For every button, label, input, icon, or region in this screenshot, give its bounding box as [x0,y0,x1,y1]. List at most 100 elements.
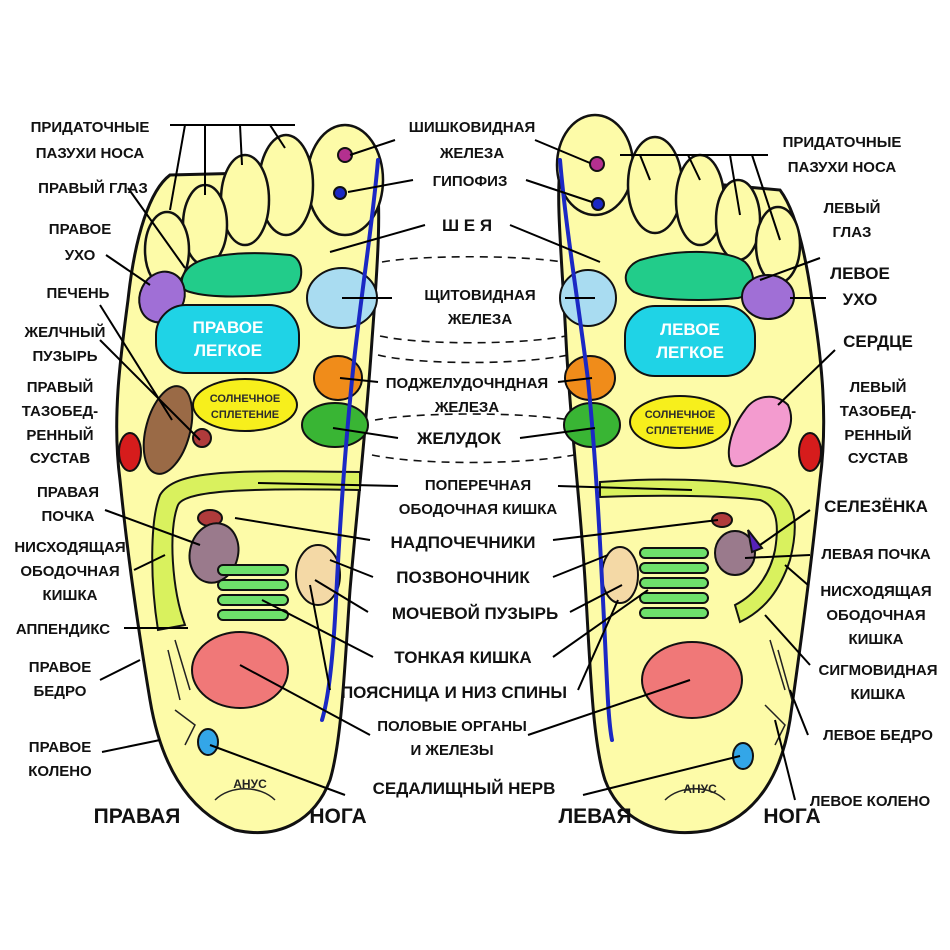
left-pituitary-dot [591,197,605,211]
label-desc-colon-right-1: НИСХОДЯЩАЯ [14,539,125,556]
label-desc-colon-left-2: ОБОДОЧНАЯ [826,607,925,624]
label-pineal-2: ЖЕЛЕЗА [439,145,504,162]
title-left-foot-1: ЛЕВАЯ [558,805,631,828]
label-left-thigh: ЛЕВОЕ БЕДРО [823,727,933,744]
left-foot: ЛЕВОЕ ЛЕГКОЕ СОЛНЕЧНОЕ СПЛЕТЕНИЕ АНУС [555,113,826,835]
label-left-knee: ЛЕВОЕ КОЛЕНО [810,793,931,810]
label-pancreas-1: ПОДЖЕЛУДОЧНДНАЯ [386,375,548,392]
left-spine-line [558,158,614,742]
label-sinuses-right-1: ПРИДАТОЧНЫЕ [31,119,150,136]
label-right-kidney-1: ПРАВАЯ [37,484,99,501]
label-left-ear-2: УХО [843,290,878,309]
label-right-hip-1: ПРАВЫЙ [27,378,94,396]
label-desc-colon-left-1: НИСХОДЯЩАЯ [820,583,931,600]
label-left-hip-3: РЕННЫЙ [844,426,911,444]
right-spine-line [320,158,380,722]
label-genitals-2: И ЖЕЛЕЗЫ [410,742,493,759]
label-gallbladder-2: ПУЗЫРЬ [33,348,98,365]
label-sinuses-right-2: ПАЗУХИ НОСА [36,145,145,162]
right-solar-label-2: СПЛЕТЕНИЕ [211,409,279,421]
label-left-hip-4: СУСТАВ [848,450,908,467]
label-right-ear-2: УХО [65,247,96,264]
left-small-intestine [639,547,709,619]
label-right-hip-2: ТАЗОБЕД- [22,403,98,420]
left-solar-label-1: СОЛНЕЧНОЕ [645,409,716,421]
label-right-ear-1: ПРАВОЕ [49,221,111,238]
label-right-thigh-2: БЕДРО [34,683,87,700]
label-left-hip-1: ЛЕВЫЙ [850,378,907,396]
right-small-intestine [217,564,289,621]
label-bladder: МОЧЕВОЙ ПУЗЫРЬ [392,604,558,623]
right-foot: ПРАВОЕ ЛЕГКОЕ СОЛНЕЧНОЕ СПЛЕТЕНИЕ АНУС [115,123,385,835]
right-knee-zone [197,728,219,756]
title-left-foot-2: НОГА [763,805,820,828]
right-toe-band [180,252,303,298]
left-pineal-dot [589,156,605,172]
left-toe-5 [754,205,802,285]
right-solar-plexus-zone [192,378,298,432]
label-right-kidney-2: ПОЧКА [42,508,95,525]
left-spleen-zone [747,529,764,554]
label-desc-colon-right-3: КИШКА [43,587,98,604]
left-knee-zone [732,742,754,770]
label-right-knee-1: ПРАВОЕ [29,739,91,756]
left-toe-band [624,250,754,301]
right-genitals-zone [191,631,289,709]
label-heart: СЕРДЦЕ [843,332,913,351]
left-hip-zone [798,432,822,472]
left-knee-sketch [764,704,786,746]
left-lung-label-1: ЛЕВОЕ [660,320,720,339]
right-gallbladder-zone [192,428,212,448]
right-bladder-zone [295,544,341,606]
right-knee-sketch [174,709,196,746]
label-neck: Ш Е Я [442,216,492,235]
left-toe-2 [626,135,684,235]
label-right-knee-2: КОЛЕНО [28,763,92,780]
label-spleen: СЕЛЕЗЁНКА [824,497,928,516]
label-transverse-colon-2: ОБОДОЧНАЯ КИШКА [399,501,558,518]
right-anus-label: АНУС [233,777,267,791]
right-lung-label-1: ПРАВОЕ [193,318,264,337]
label-texts: ПРИДАТОЧНЫЕ ПАЗУХИ НОСА ПРАВЫЙ ГЛАЗ ПРАВ… [14,119,937,828]
right-pineal-dot [337,147,353,163]
label-pancreas-2: ЖЕЛЕЗА [434,399,499,416]
label-lower-back: ПОЯСНИЦА И НИЗ СПИНЫ [341,683,567,702]
left-anus-arc [664,788,726,801]
label-left-eye-2: ГЛАЗ [833,224,872,241]
right-anus-arc [214,788,276,801]
leader-lines [99,124,836,801]
label-thyroid-2: ЖЕЛЕЗА [447,311,512,328]
left-anus-label: АНУС [683,782,717,796]
label-thyroid-1: ЩИТОВИДНАЯ [424,287,535,304]
left-heart-zone [727,395,792,468]
label-adrenals: НАДПОЧЕЧНИКИ [390,533,535,552]
right-thigh-sketch [167,639,191,701]
right-hip-zone [118,432,142,472]
label-left-ear-1: ЛЕВОЕ [830,264,890,283]
label-pineal-1: ШИШКОВИДНАЯ [409,119,536,136]
label-sinuses-left-1: ПРИДАТОЧНЫЕ [783,134,902,151]
left-ear-zone [741,274,795,320]
label-sigmoid-1: СИГМОВИДНАЯ [818,662,937,679]
label-sciatic: СЕДАЛИЩНЫЙ НЕРВ [373,779,556,798]
label-left-kidney: ЛЕВАЯ ПОЧКА [821,546,931,563]
left-lung-zone [624,305,756,377]
right-lung-label-2: ЛЕГКОЕ [194,341,262,360]
dashed-connectors [371,255,575,464]
label-left-eye-1: ЛЕВЫЙ [824,199,881,217]
label-spine: ПОЗВОНОЧНИК [396,568,530,587]
label-gallbladder-1: ЖЕЛЧНЫЙ [24,323,106,341]
right-lung-zone [155,304,300,374]
right-stomach-zone [301,402,369,448]
label-genitals-1: ПОЛОВЫЕ ОРГАНЫ [377,718,527,735]
label-right-hip-3: РЕННЫЙ [26,426,93,444]
label-sinuses-left-2: ПАЗУХИ НОСА [788,159,897,176]
label-transverse-colon-1: ПОПЕРЕЧНАЯ [425,477,531,494]
label-right-eye: ПРАВЫЙ ГЛАЗ [38,179,148,197]
title-right-foot-1: ПРАВАЯ [94,805,181,828]
label-desc-colon-right-2: ОБОДОЧНАЯ [20,563,119,580]
title-right-foot-2: НОГА [309,805,366,828]
left-kidney-zone [714,530,756,576]
right-liver-zone [142,385,194,475]
